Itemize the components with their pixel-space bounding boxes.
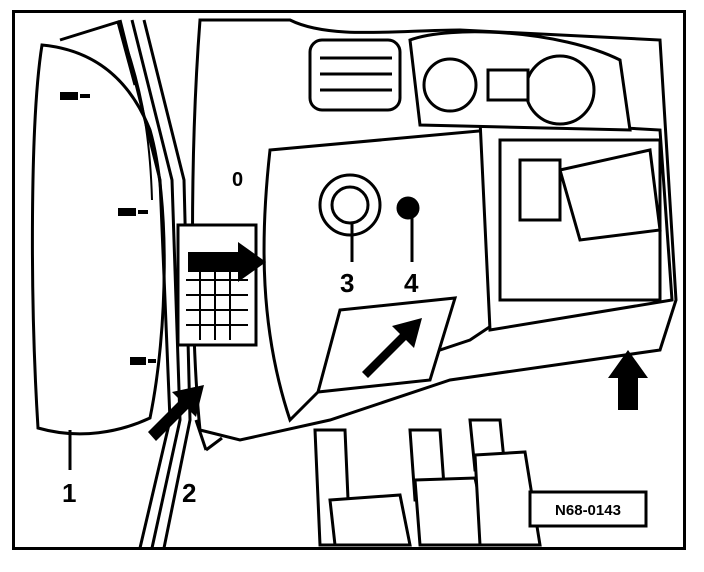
callout-1: 1 (62, 478, 76, 508)
fuse-box (176, 223, 258, 347)
reference-code-box: N68-0143 (528, 490, 648, 528)
arrow-lower-trim (608, 350, 648, 410)
arrow-tray (362, 318, 422, 378)
door-panel (30, 20, 166, 436)
arrows (148, 242, 648, 441)
callout-4: 4 (404, 268, 419, 298)
callout-2: 2 (182, 478, 196, 508)
leader-lines (68, 212, 414, 470)
callout-3: 3 (340, 268, 354, 298)
steering-column (498, 138, 662, 302)
air-vent (308, 38, 402, 112)
instrument-cluster (408, 30, 632, 132)
pedals (313, 418, 542, 547)
arrow-trim-clip (148, 385, 204, 441)
door-hinge-icons (60, 92, 156, 365)
reference-code: N68-0143 (555, 502, 621, 519)
light-switch (318, 173, 382, 237)
callout-0: 0 (232, 169, 243, 191)
arrow-fuse-box (188, 242, 266, 282)
dimmer-control (396, 196, 420, 220)
